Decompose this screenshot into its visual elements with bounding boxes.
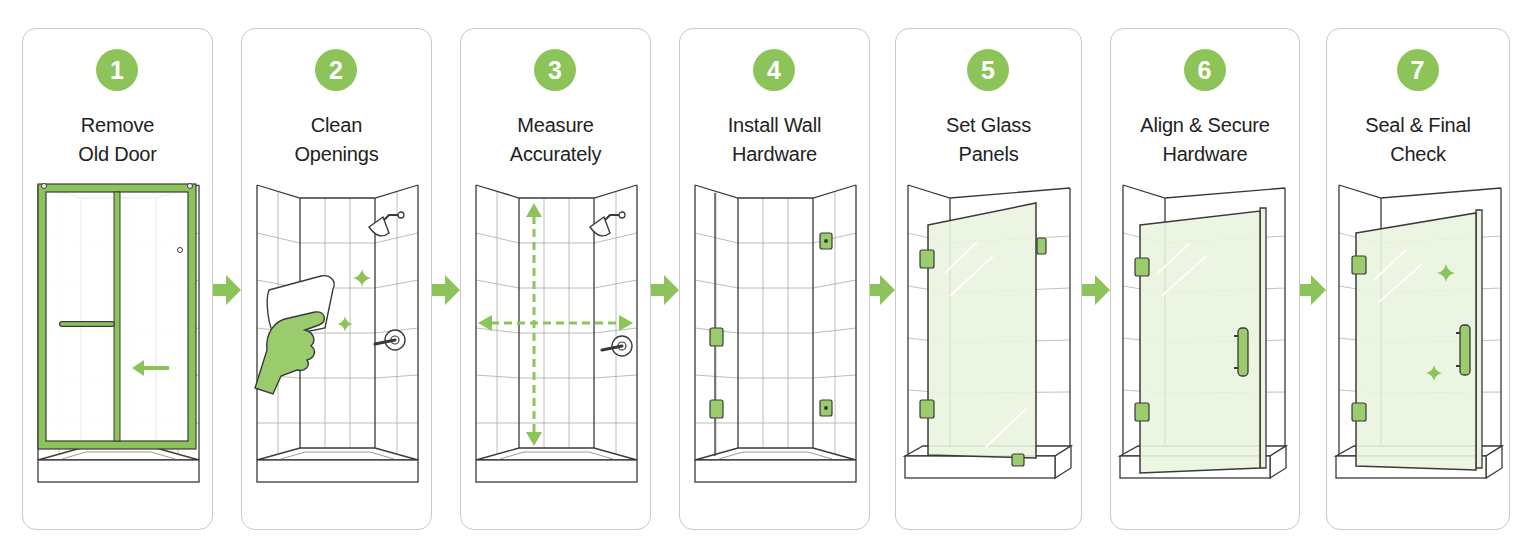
step-panel: Seal & Final Check 7 [1326, 28, 1510, 530]
step-arrow [1300, 284, 1311, 296]
step-title: Align & Secure Hardware [1136, 111, 1274, 169]
step-arrow [651, 284, 664, 296]
step-panel: Measure Accurately 3 [460, 28, 651, 530]
step-title: Install Wall Hardware [706, 111, 844, 169]
step-number: 7 [1411, 58, 1425, 83]
step-number-badge: 3 [534, 49, 576, 91]
step-number: 5 [981, 58, 995, 83]
step-number: 2 [329, 58, 343, 83]
step-panel: Clean Openings 2 [241, 28, 432, 530]
step-number-badge: 5 [967, 49, 1009, 91]
step-title: Clean Openings [277, 111, 397, 169]
step-title: Remove Old Door [68, 111, 168, 169]
step-title: Set Glass Panels [929, 111, 1049, 169]
step-number: 4 [767, 58, 781, 83]
step-number-badge: 7 [1397, 49, 1439, 91]
step-number-badge: 1 [96, 49, 138, 91]
step-number-badge: 6 [1184, 49, 1226, 91]
step-panel: Install Wall Hardware 4 [679, 28, 870, 530]
step-number: 3 [548, 58, 562, 83]
step-number: 1 [110, 58, 124, 83]
step-title: Seal & Final Check [1349, 111, 1487, 169]
step-panel: Align & Secure Hardware 6 [1110, 28, 1300, 530]
step-title: Measure Accurately [496, 111, 616, 169]
step-arrow [870, 284, 880, 296]
step-number-badge: 4 [753, 49, 795, 91]
step-number-badge: 2 [315, 49, 357, 91]
step-arrow [1082, 284, 1095, 296]
step-arrow [213, 284, 226, 296]
step-arrow [432, 284, 445, 296]
step-number: 6 [1198, 58, 1212, 83]
step-panel: Remove Old Door 1 [22, 28, 213, 530]
step-panel: Set Glass Panels 5 [895, 28, 1082, 530]
